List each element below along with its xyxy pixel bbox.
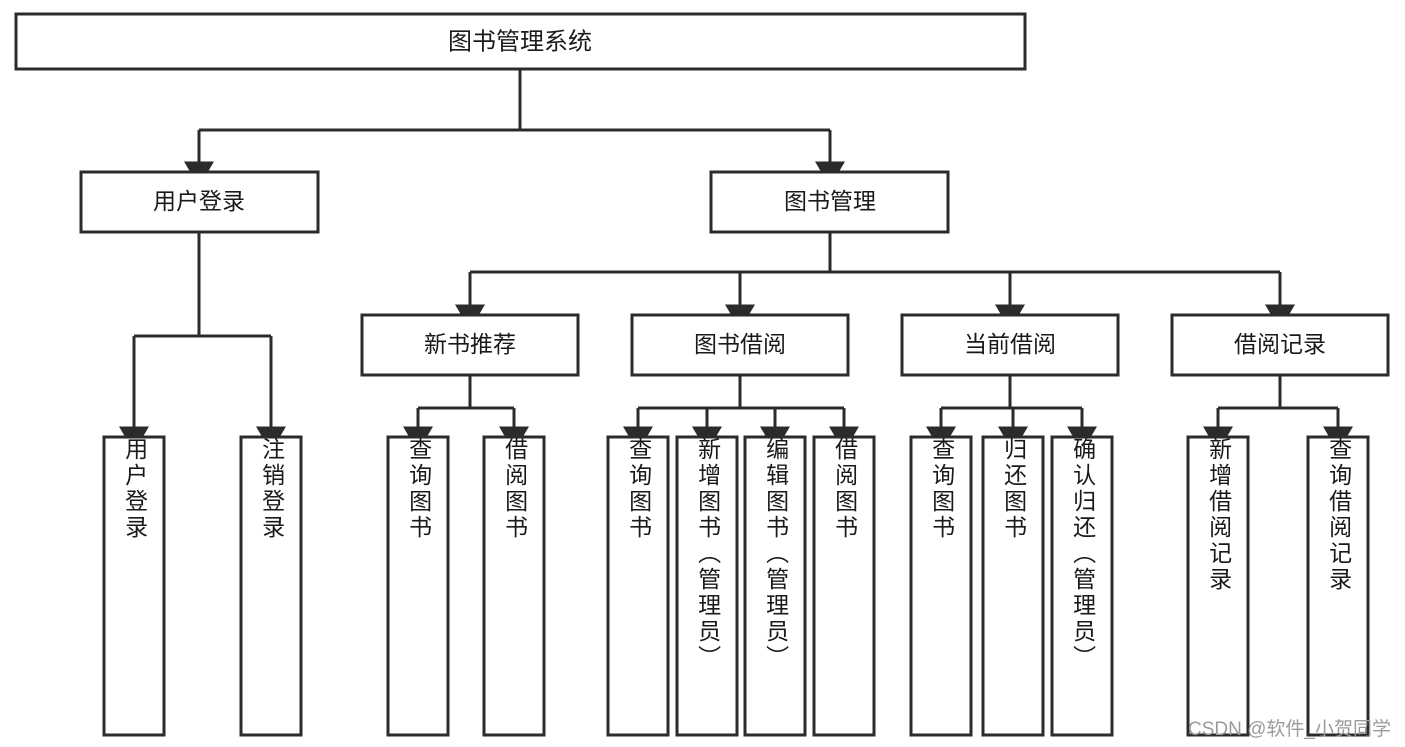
node-book-management-label: 图书管理 bbox=[784, 188, 876, 214]
leaf-box[interactable] bbox=[606, 435, 670, 737]
leaf-box[interactable] bbox=[1050, 435, 1114, 737]
node-book-borrow-label: 图书借阅 bbox=[694, 331, 786, 357]
connector-records-to-leaves bbox=[1203, 375, 1353, 452]
connector-userlogin-to-leaves bbox=[119, 232, 286, 452]
connector-borrow-to-leaves bbox=[623, 375, 859, 452]
leaf-box[interactable] bbox=[981, 435, 1045, 737]
connector-newbook-to-leaves bbox=[403, 375, 529, 452]
connector-root-to-level2 bbox=[184, 69, 845, 187]
leaf-box[interactable] bbox=[1306, 435, 1370, 737]
leaf-box[interactable] bbox=[743, 435, 807, 737]
leaf-box[interactable] bbox=[675, 435, 739, 737]
node-book-borrow[interactable]: 图书借阅 bbox=[630, 313, 850, 377]
node-book-management[interactable]: 图书管理 bbox=[709, 170, 950, 234]
watermark: CSDN @软件_小贺同学 bbox=[1188, 719, 1391, 740]
leaf-box[interactable] bbox=[482, 435, 546, 737]
leaf-box[interactable] bbox=[909, 435, 973, 737]
node-new-book-recommend-label: 新书推荐 bbox=[424, 331, 516, 357]
node-borrow-records-label: 借阅记录 bbox=[1234, 331, 1326, 357]
node-user-login[interactable]: 用户登录 bbox=[79, 170, 320, 234]
connector-bookmgmt-to-level3 bbox=[455, 232, 1295, 330]
node-root-label: 图书管理系统 bbox=[448, 28, 592, 55]
leaf-box[interactable] bbox=[386, 435, 450, 737]
leaf-box[interactable] bbox=[102, 435, 166, 737]
node-current-borrow-label: 当前借阅 bbox=[964, 331, 1056, 357]
leaf-box[interactable] bbox=[239, 435, 303, 737]
node-current-borrow[interactable]: 当前借阅 bbox=[900, 313, 1120, 377]
leaf-box[interactable] bbox=[812, 435, 876, 737]
node-borrow-records[interactable]: 借阅记录 bbox=[1170, 313, 1390, 377]
leaf-box[interactable] bbox=[1186, 435, 1250, 737]
node-user-login-label: 用户登录 bbox=[153, 188, 245, 214]
node-root[interactable]: 图书管理系统 bbox=[14, 12, 1027, 71]
connector-current-to-leaves bbox=[926, 375, 1097, 452]
node-new-book-recommend[interactable]: 新书推荐 bbox=[360, 313, 580, 377]
